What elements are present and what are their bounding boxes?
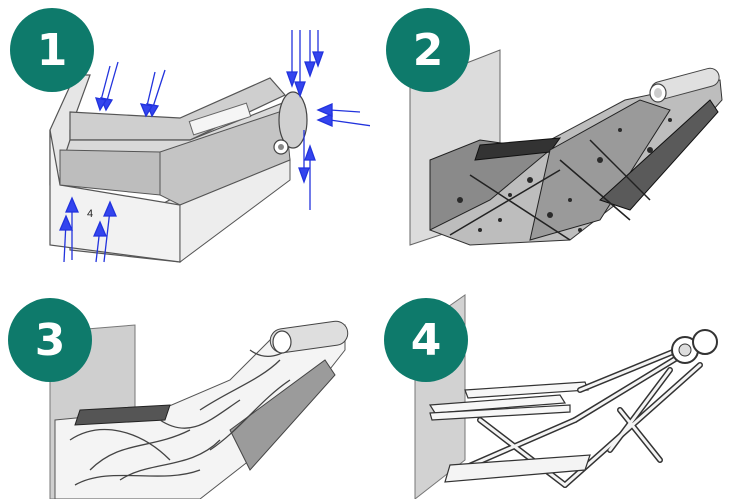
load-case-label: 4 bbox=[87, 208, 94, 220]
panel-4: 4 bbox=[370, 270, 729, 499]
step-badge-2: 2 bbox=[386, 8, 470, 92]
panel-2: 2 bbox=[370, 0, 729, 270]
topology-smoothed-drawing bbox=[49, 320, 349, 499]
step-badge-4: 4 bbox=[384, 298, 468, 382]
topology-raw-drawing bbox=[409, 49, 723, 246]
cad-bracket-drawing bbox=[49, 30, 370, 263]
panel-3: 3 bbox=[0, 270, 370, 499]
step-badge-1: 1 bbox=[10, 8, 94, 92]
panel-1: 4 1 bbox=[0, 0, 370, 270]
step-badge-3: 3 bbox=[8, 298, 92, 382]
